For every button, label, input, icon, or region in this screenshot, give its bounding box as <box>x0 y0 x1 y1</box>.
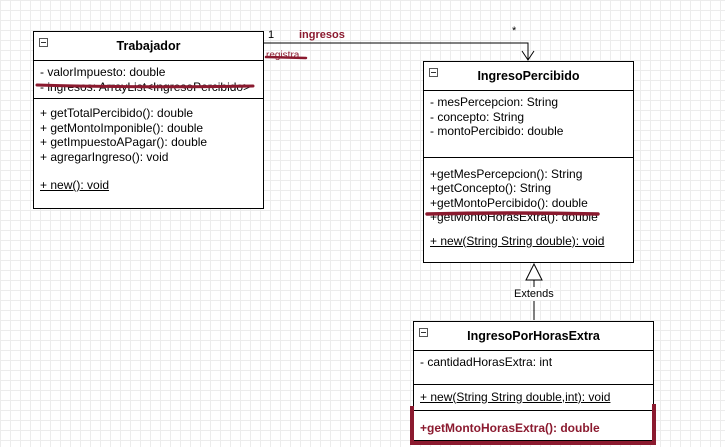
class-ingreso-por-horas-extra[interactable]: IngresoPorHorasExtra - cantidadHorasExtr… <box>413 321 654 441</box>
stereotype-label: registra <box>266 50 300 61</box>
method: +getMontoPercibido(): double <box>430 195 588 210</box>
class-trabajador-header: Trabajador <box>34 32 263 61</box>
method: + agregarIngreso(): void <box>40 149 169 164</box>
constructor: + new(String String double,int): void <box>420 389 611 404</box>
attribute: - concepto: String <box>430 109 525 124</box>
class-name: Trabajador <box>116 39 181 53</box>
added-method-section: +getMontoHorasExtra(): double <box>414 411 653 440</box>
constructor-section: + new(String String double,int): void <box>414 385 653 411</box>
attributes-section: - cantidadHorasExtra: int <box>414 351 653 385</box>
attributes-section: - mesPercepcion: String - concepto: Stri… <box>424 91 633 158</box>
constructor: + new(String String double): void <box>430 233 605 248</box>
method: + getTotalPercibido(): double <box>40 106 194 120</box>
added-method: +getMontoHorasExtra(): double <box>420 421 600 435</box>
class-trabajador[interactable]: Trabajador - valorImpuesto: double - ing… <box>33 31 264 209</box>
method: +getMesPercepcion(): String <box>430 166 583 181</box>
generalization-triangle <box>525 262 543 281</box>
class-name: IngresoPorHorasExtra <box>467 329 600 343</box>
attribute: - valorImpuesto: double <box>40 65 166 79</box>
class-name: IngresoPercibido <box>477 69 580 83</box>
attribute: - mesPercepcion: String <box>430 95 559 109</box>
constructor: + new(): void <box>40 178 110 192</box>
class-ingreso-percibido-header: IngresoPercibido <box>424 62 633 91</box>
class-ingreso-percibido[interactable]: IngresoPercibido - mesPercepcion: String… <box>423 61 634 263</box>
collapse-icon[interactable] <box>39 38 48 47</box>
method: + getImpuestoAPagar(): double <box>40 135 208 149</box>
attribute: - cantidadHorasExtra: int <box>420 355 553 369</box>
method: +getConcepto(): String <box>430 181 552 195</box>
methods-section: + getTotalPercibido(): double + getMonto… <box>34 99 263 197</box>
extends-label: Extends <box>514 288 554 300</box>
role-name-label: ingresos <box>299 29 345 41</box>
method: +getMontoHorasExtra(): double <box>430 210 598 224</box>
collapse-icon[interactable] <box>429 68 438 77</box>
class-ingreso-por-horas-extra-header: IngresoPorHorasExtra <box>414 322 653 351</box>
association-line <box>264 42 529 60</box>
attribute: - montoPercibido: double <box>430 124 564 138</box>
association-arrowhead <box>521 50 535 61</box>
target-multiplicity: * <box>512 25 517 37</box>
attribute: - ingresos: ArrayList<IngresoPercibido> <box>40 79 251 94</box>
source-multiplicity: 1 <box>268 29 275 41</box>
collapse-icon[interactable] <box>419 328 428 337</box>
method: + getMontoImponible(): double <box>40 120 204 135</box>
methods-section: +getMesPercepcion(): String +getConcepto… <box>424 158 633 253</box>
attributes-section: - valorImpuesto: double - ingresos: Arra… <box>34 61 263 99</box>
